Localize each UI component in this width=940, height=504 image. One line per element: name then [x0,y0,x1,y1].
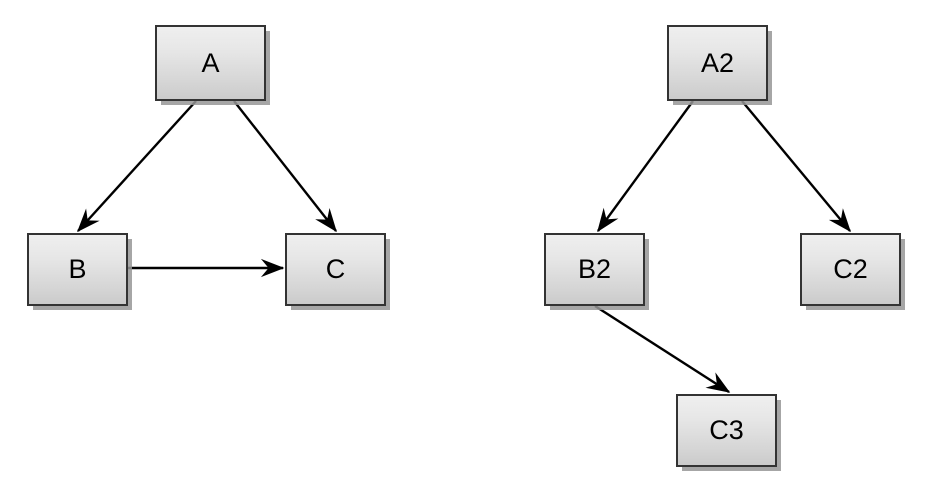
node-a[interactable]: A [155,25,266,101]
edge-a2-to-c2 [741,100,851,233]
node-b2[interactable]: B2 [544,233,645,306]
edge-a-to-c [233,100,337,233]
node-c[interactable]: C [285,233,386,306]
node-a2[interactable]: A2 [667,25,768,101]
node-c-label: C [325,254,346,284]
edge-a-to-b [77,100,197,233]
node-b[interactable]: B [27,233,128,306]
node-c2-label: C2 [833,254,868,284]
edge-a2-to-b2 [597,100,694,233]
node-a-label: A [201,47,220,78]
edge-b2-to-c3 [594,304,731,394]
node-b-label: B [68,254,87,284]
node-a2-label: A2 [700,47,735,78]
node-c2[interactable]: C2 [800,233,901,306]
node-b2-label: B2 [577,254,612,284]
node-c3-label: C3 [709,415,744,445]
node-c3[interactable]: C3 [676,394,777,467]
